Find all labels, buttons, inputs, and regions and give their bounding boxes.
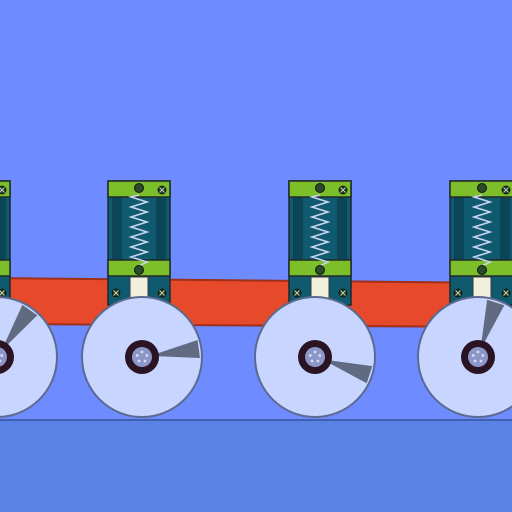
suspension-rail-left (112, 197, 122, 260)
wheel-lug-nut (473, 359, 477, 363)
spring-top-pivot (134, 183, 144, 193)
bottom-screw-right-slot-b (0, 290, 5, 296)
wheel-hub-center (468, 347, 488, 367)
suspension-spring (471, 194, 493, 267)
wheel-lug-nut (137, 359, 141, 363)
top-screw-slot-b (0, 187, 5, 193)
wheel-spoke-marker (481, 299, 505, 345)
wheel-lug-nut (0, 354, 4, 357)
spring-bottom-pivot (315, 265, 325, 275)
ground-surface (0, 420, 512, 512)
bottom-screw-right-slot-b (340, 290, 346, 296)
suspension-rail-right (337, 197, 347, 260)
bottom-screw-left-slot-b (294, 290, 300, 296)
suspension-rail-left (454, 197, 464, 260)
top-screw (0, 185, 7, 195)
wheel-spoke-marker (327, 360, 373, 384)
wheel-3 (254, 296, 376, 418)
suspension-spring (309, 194, 331, 267)
wheel-1 (0, 296, 58, 418)
top-screw-slot-b (159, 187, 165, 193)
spring-bottom-pivot (477, 265, 487, 275)
wheel-lug-nut (143, 359, 147, 363)
suspension-spring (128, 194, 150, 267)
wheel-lug-nut (318, 354, 322, 357)
wheel-spoke-marker (4, 304, 38, 347)
bottom-screw-left-slot-b (113, 290, 119, 296)
wheel-hub-center (0, 347, 7, 367)
suspension-unit-2 (107, 180, 171, 306)
suspension-unit-3 (288, 180, 352, 306)
wheel-lug-nut (310, 359, 314, 363)
suspension-rail-right (0, 197, 6, 260)
spring-top-pivot (477, 183, 487, 193)
wheel-2 (81, 296, 203, 418)
spring-bottom-pivot (134, 265, 144, 275)
wheel-lug-nut (476, 350, 480, 354)
bottom-screw-right-slot-b (159, 290, 165, 296)
suspension-piston (310, 276, 330, 300)
wheel-lug-nut (145, 354, 149, 357)
vehicle-wheels (0, 296, 512, 418)
suspension-piston (129, 276, 149, 300)
wheel-lug-nut (316, 359, 320, 363)
suspension-rail-left (293, 197, 303, 260)
bottom-screw-right (0, 288, 7, 298)
top-screw-slot-b (503, 187, 509, 193)
suspension-unit-1 (0, 180, 11, 306)
wheel-lug-nut (313, 350, 317, 354)
wheel-4 (417, 296, 512, 418)
suspension-rail-right (156, 197, 166, 260)
suspension-mid-cap (0, 259, 11, 277)
suspension-piston (472, 276, 492, 300)
wheel-lug-nut (135, 354, 139, 357)
wheel-spoke-marker (155, 340, 200, 358)
suspension-rail-right (500, 197, 510, 260)
bottom-screw-left-slot-b (455, 290, 461, 296)
wheel-lug-nut (140, 350, 144, 354)
spring-top-pivot (315, 183, 325, 193)
wheel-lug-nut (0, 359, 2, 363)
wheel-lug-nut (308, 354, 312, 357)
wheel-lug-nut (479, 359, 483, 363)
wheel-hub-center (132, 347, 152, 367)
wheel-hub-center (305, 347, 325, 367)
wheel-lug-nut (471, 354, 475, 357)
suspension-unit-4 (449, 180, 512, 306)
wheel-lug-nut (481, 354, 485, 357)
bottom-screw-right-slot-b (503, 290, 509, 296)
top-screw-slot-b (340, 187, 346, 193)
ground (0, 419, 512, 512)
suspension-units (0, 180, 512, 306)
